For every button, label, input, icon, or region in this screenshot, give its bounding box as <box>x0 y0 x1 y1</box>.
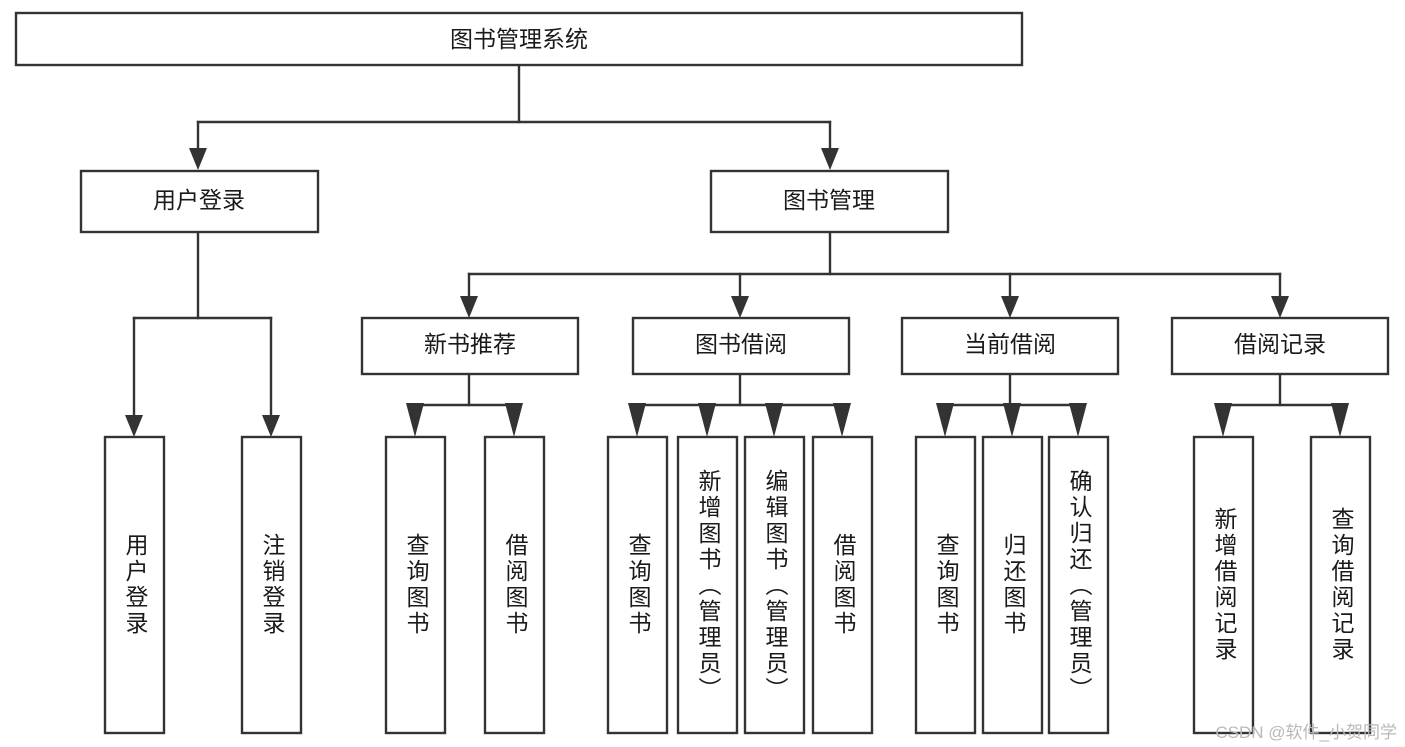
leaf-new-book-recommend-0[interactable]: 查询图书 <box>384 435 447 735</box>
leaf-new-book-recommend-1-textbox: 借阅图书 <box>502 533 528 637</box>
leaf-book-borrow-2-label: 编辑图书（管理员） <box>762 469 788 703</box>
leaf-new-book-recommend-1-label: 借阅图书 <box>502 533 528 637</box>
leaf-new-book-recommend-0-box[interactable] <box>384 435 447 735</box>
node-borrow-record[interactable]: 借阅记录 <box>1170 316 1390 376</box>
node-book-borrow[interactable]: 图书借阅 <box>631 316 851 376</box>
node-book-manage-label: 图书管理 <box>783 187 875 213</box>
arrow-currentborrow-leaf2 <box>1003 403 1021 437</box>
node-current-borrow-label: 当前借阅 <box>964 331 1056 357</box>
leaf-user-login-1-label: 注销登录 <box>259 533 285 637</box>
node-book-manage[interactable]: 图书管理 <box>709 169 950 234</box>
node-borrow-record-label: 借阅记录 <box>1234 331 1326 357</box>
arrow-bookborrow-leaf3 <box>765 403 783 437</box>
arrow-currentborrow-leaf1 <box>936 403 954 437</box>
node-user-login-label: 用户登录 <box>153 187 245 213</box>
leaf-current-borrow-0-textbox: 查询图书 <box>933 533 959 637</box>
arrow-bookmanage-to-current <box>1001 296 1019 318</box>
leaf-book-borrow-0[interactable]: 查询图书 <box>606 435 669 735</box>
leaf-current-borrow-1[interactable]: 归还图书 <box>981 435 1044 735</box>
connector-layer <box>125 63 1349 437</box>
leaf-book-borrow-0-label: 查询图书 <box>625 533 651 637</box>
leaf-borrow-record-1-label: 查询借阅记录 <box>1328 507 1354 663</box>
arrow-newbook-leaf1 <box>406 403 424 437</box>
node-current-borrow[interactable]: 当前借阅 <box>900 316 1120 376</box>
leaf-current-borrow-0[interactable]: 查询图书 <box>914 435 977 735</box>
arrow-root-to-book-manage <box>821 148 839 170</box>
leaf-new-book-recommend-1-box[interactable] <box>483 435 546 735</box>
leaf-user-login-1-box[interactable] <box>240 435 303 735</box>
leaf-current-borrow-2-textbox: 确认归还（管理员） <box>1066 469 1092 703</box>
leaf-book-borrow-1[interactable]: 新增图书（管理员） <box>676 435 739 735</box>
leaf-book-borrow-2-textbox: 编辑图书（管理员） <box>762 469 788 703</box>
leaf-borrow-record-0[interactable]: 新增借阅记录 <box>1192 435 1255 735</box>
leaf-user-login-0-label: 用户登录 <box>122 533 148 637</box>
leaf-current-borrow-0-box[interactable] <box>914 435 977 735</box>
node-new-book-recommend-box[interactable] <box>360 316 580 376</box>
leaf-current-borrow-0-label: 查询图书 <box>933 533 959 637</box>
arrow-borrowrecord-leaf2 <box>1331 403 1349 437</box>
node-root-system-box[interactable] <box>14 11 1024 67</box>
leaf-current-borrow-1-textbox: 归还图书 <box>1000 533 1026 637</box>
leaf-book-borrow-0-textbox: 查询图书 <box>625 533 651 637</box>
leaf-borrow-record-1[interactable]: 查询借阅记录 <box>1309 435 1372 735</box>
node-book-borrow-label: 图书借阅 <box>695 331 787 357</box>
arrow-borrowrecord-leaf1 <box>1214 403 1232 437</box>
leaf-current-borrow-1-box[interactable] <box>981 435 1044 735</box>
leaf-book-borrow-1-textbox: 新增图书（管理员） <box>695 469 721 703</box>
leaf-user-login-1-textbox: 注销登录 <box>259 533 285 637</box>
node-current-borrow-box[interactable] <box>900 316 1120 376</box>
arrow-bookborrow-leaf4 <box>833 403 851 437</box>
leaf-book-borrow-0-box[interactable] <box>606 435 669 735</box>
leaf-new-book-recommend-0-label: 查询图书 <box>403 533 429 637</box>
leaf-new-book-recommend-1[interactable]: 借阅图书 <box>483 435 546 735</box>
node-user-login[interactable]: 用户登录 <box>79 169 320 234</box>
leaf-user-login-0-textbox: 用户登录 <box>122 533 148 637</box>
arrow-bookmanage-to-new <box>460 296 478 318</box>
leaf-user-login-0-box[interactable] <box>103 435 166 735</box>
leaf-user-login-1[interactable]: 注销登录 <box>240 435 303 735</box>
leaf-book-borrow-1-label: 新增图书（管理员） <box>695 469 721 703</box>
leaf-book-borrow-2[interactable]: 编辑图书（管理员） <box>743 435 806 735</box>
node-book-borrow-box[interactable] <box>631 316 851 376</box>
node-new-book-recommend-label: 新书推荐 <box>424 331 516 357</box>
leaf-borrow-record-0-textbox: 新增借阅记录 <box>1211 507 1237 663</box>
leaf-book-borrow-1-box[interactable] <box>676 435 739 735</box>
leaf-current-borrow-2-label: 确认归还（管理员） <box>1066 469 1092 703</box>
leaf-borrow-record-1-box[interactable] <box>1309 435 1372 735</box>
arrow-bookborrow-leaf1 <box>628 403 646 437</box>
leaf-borrow-record-0-label: 新增借阅记录 <box>1211 507 1237 663</box>
node-root-system[interactable]: 图书管理系统 <box>14 11 1024 67</box>
node-borrow-record-box[interactable] <box>1170 316 1390 376</box>
node-user-login-box[interactable] <box>79 169 320 234</box>
leaf-book-borrow-3-textbox: 借阅图书 <box>830 533 856 637</box>
arrow-bookmanage-to-borrow <box>731 296 749 318</box>
leaf-borrow-record-1-textbox: 查询借阅记录 <box>1328 507 1354 663</box>
leaf-book-borrow-3-box[interactable] <box>811 435 874 735</box>
leaf-current-borrow-2[interactable]: 确认归还（管理员） <box>1047 435 1110 735</box>
leaf-book-borrow-2-box[interactable] <box>743 435 806 735</box>
node-new-book-recommend[interactable]: 新书推荐 <box>360 316 580 376</box>
leaf-book-borrow-3-label: 借阅图书 <box>830 533 856 637</box>
arrow-bookborrow-leaf2 <box>698 403 716 437</box>
arrow-root-to-user-login <box>189 148 207 170</box>
node-root-system-label: 图书管理系统 <box>450 26 588 52</box>
arrow-currentborrow-leaf3 <box>1069 403 1087 437</box>
node-layer: 图书管理系统 用户登录 图书管理 新书推荐 图书借阅 <box>14 11 1390 735</box>
leaf-new-book-recommend-0-textbox: 查询图书 <box>403 533 429 637</box>
node-book-manage-box[interactable] <box>709 169 950 234</box>
arrow-userlogin-leaf2 <box>262 415 280 437</box>
leaf-current-borrow-2-box[interactable] <box>1047 435 1110 735</box>
leaf-borrow-record-0-box[interactable] <box>1192 435 1255 735</box>
leaf-user-login-0[interactable]: 用户登录 <box>103 435 166 735</box>
leaf-current-borrow-1-label: 归还图书 <box>1000 533 1026 637</box>
arrow-userlogin-leaf1 <box>125 415 143 437</box>
arrow-bookmanage-to-record <box>1271 296 1289 318</box>
arrow-newbook-leaf2 <box>505 403 523 437</box>
leaf-book-borrow-3[interactable]: 借阅图书 <box>811 435 874 735</box>
